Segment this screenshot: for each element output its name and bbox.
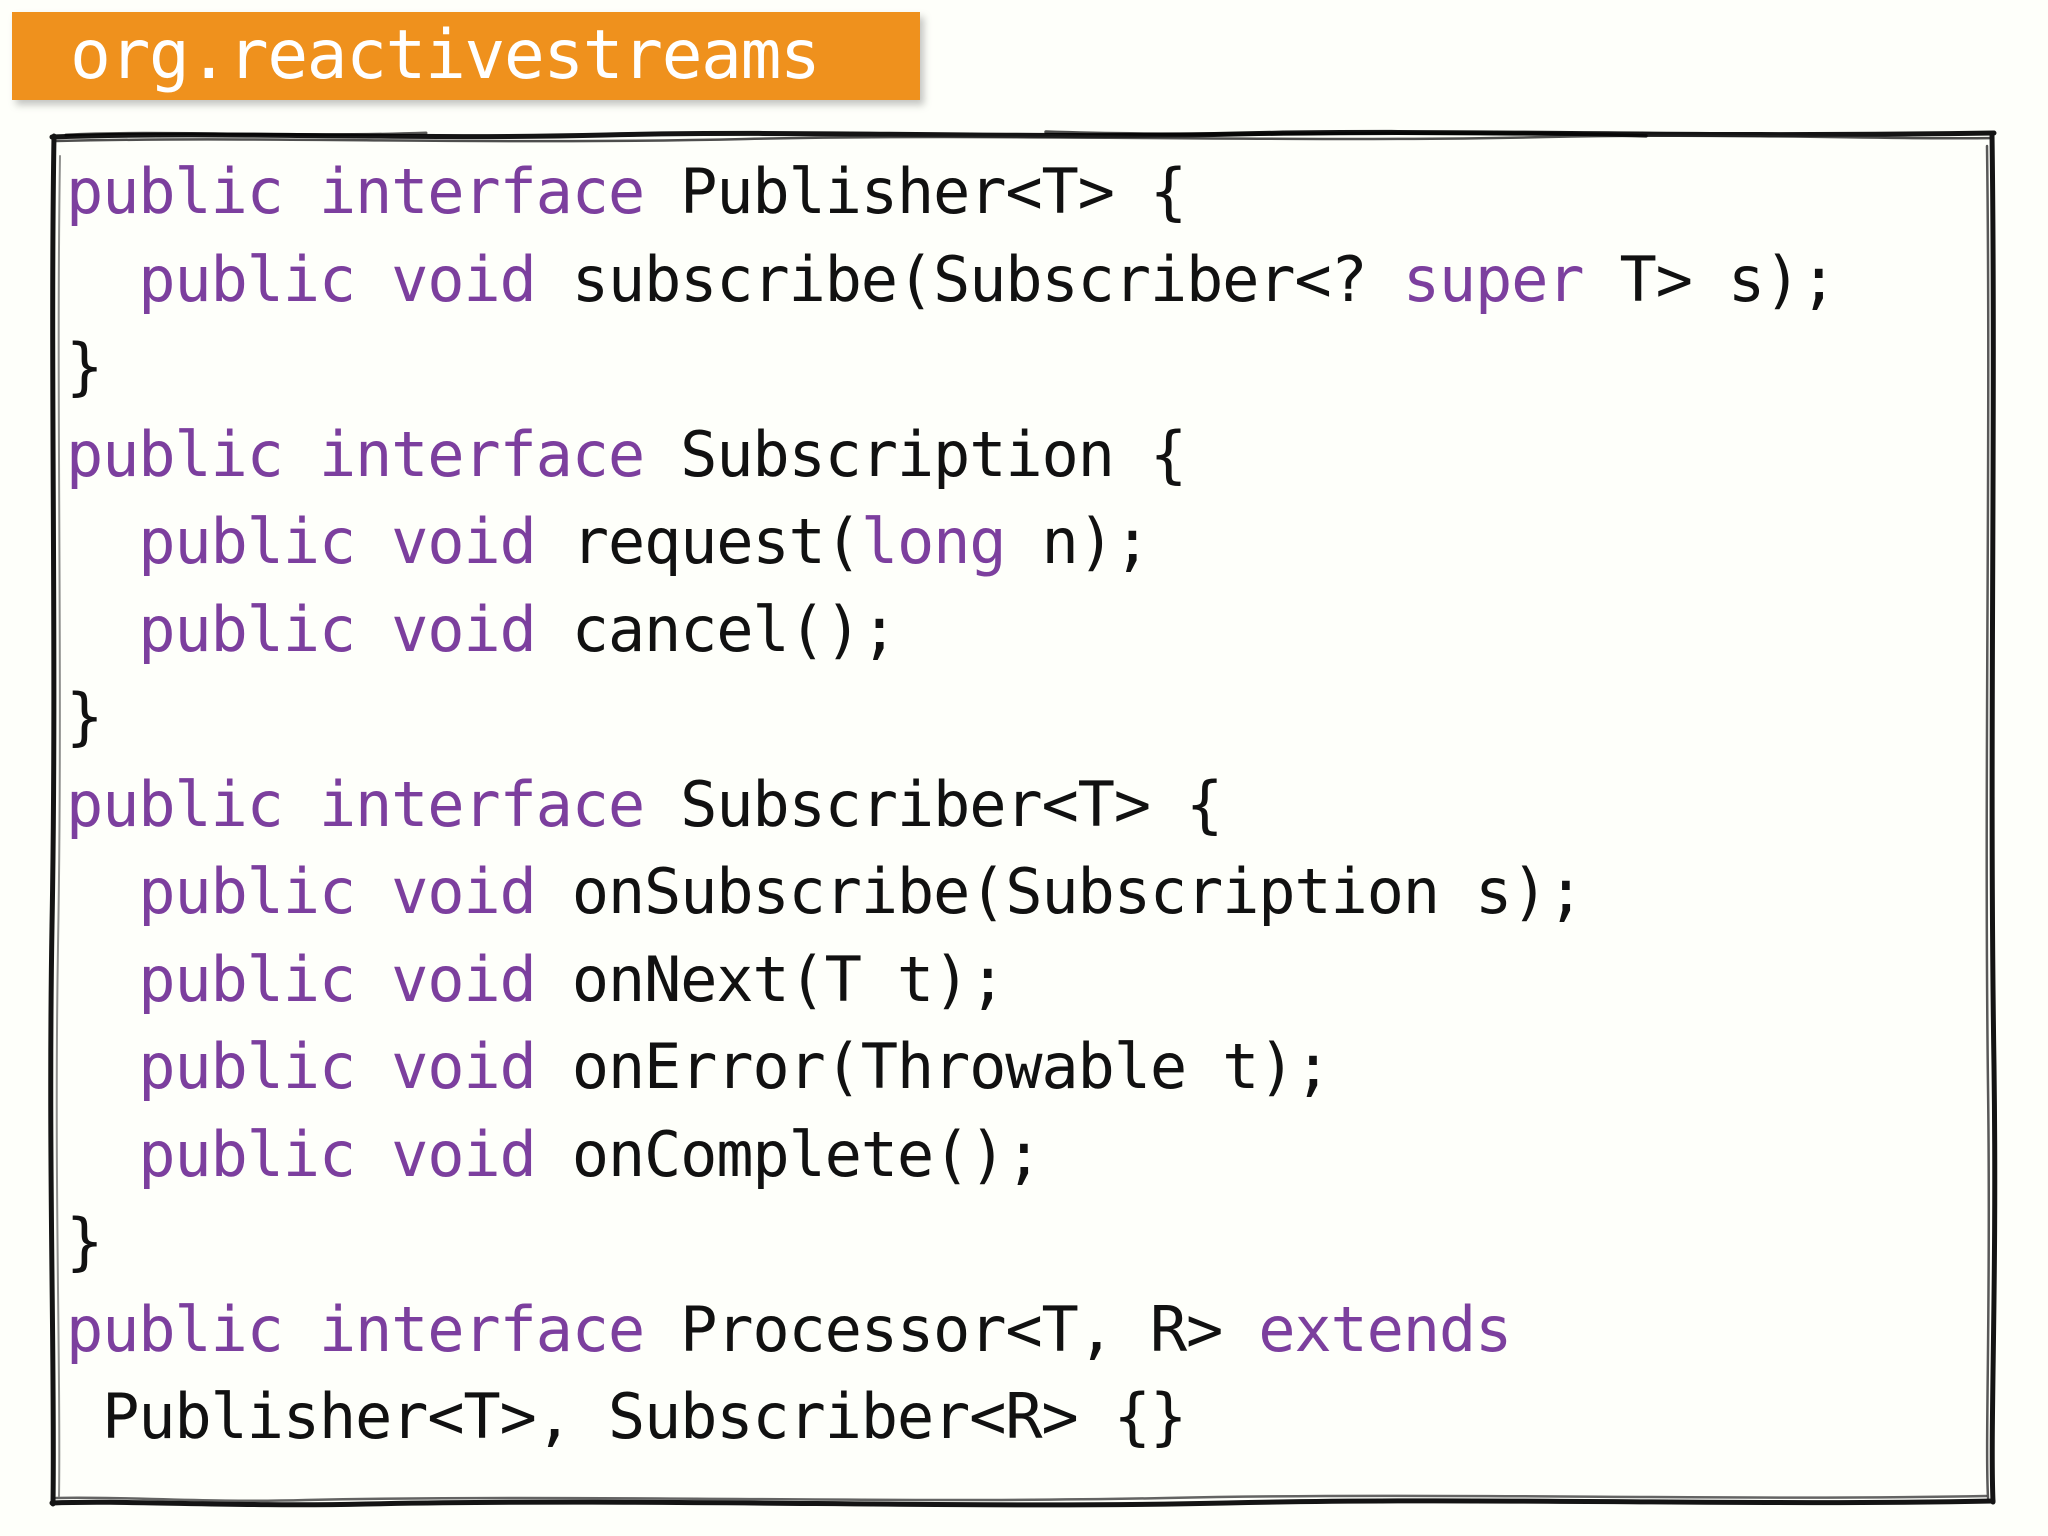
- code-line: public void onNext(T t);: [66, 936, 1994, 1024]
- code-identifier: onComplete();: [571, 1117, 1043, 1191]
- code-line: public interface Publisher<T> {: [66, 148, 1994, 236]
- code-keyword: super: [1402, 242, 1620, 316]
- code-identifier: T> s);: [1619, 242, 1837, 316]
- package-title-banner: org.reactivestreams: [12, 12, 920, 100]
- code-identifier: Subscriber<T> {: [680, 767, 1223, 841]
- code-identifier: onSubscribe(Subscription s);: [571, 855, 1585, 928]
- code-identifier: subscribe(Subscriber<?: [571, 242, 1403, 316]
- code-keyword: long: [860, 505, 1007, 578]
- code-keyword: public interface: [66, 1292, 681, 1366]
- code-keyword: public void: [66, 592, 572, 666]
- code-line: Publisher<T>, Subscriber<R> {}: [66, 1373, 1994, 1461]
- code-line: }: [66, 1198, 1994, 1286]
- code-identifier: request(: [571, 505, 862, 578]
- code-keyword: public void: [66, 505, 572, 578]
- code-identifier: Subscription {: [680, 417, 1187, 491]
- code-block-container: public interface Publisher<T> { public v…: [46, 126, 1998, 1508]
- code-keyword: public interface: [66, 767, 681, 841]
- code-line: public interface Subscription {: [66, 411, 1994, 499]
- code-identifier: onNext(T t);: [571, 942, 1007, 1016]
- code-keyword: public void: [66, 942, 572, 1016]
- code-identifier: n);: [1005, 505, 1151, 578]
- code-line: public interface Processor<T, R> extends: [66, 1286, 1994, 1374]
- code-line: public interface Subscriber<T> {: [66, 761, 1994, 849]
- code-keyword: public interface: [66, 155, 681, 228]
- code-line: public void subscribe(Subscriber<? super…: [66, 236, 1994, 324]
- code-listing: public interface Publisher<T> { public v…: [66, 148, 1994, 1502]
- page-title: org.reactivestreams: [70, 16, 821, 95]
- code-line: public void request(long n);: [66, 498, 1994, 586]
- code-identifier: cancel();: [571, 592, 898, 666]
- code-identifier: }: [66, 680, 103, 753]
- code-identifier: onError(Throwable t);: [571, 1030, 1332, 1103]
- code-line: public void onError(Throwable t);: [66, 1023, 1994, 1111]
- code-line: }: [66, 323, 1994, 411]
- code-line: }: [66, 673, 1994, 761]
- code-identifier: }: [66, 330, 103, 403]
- code-identifier: Publisher<T> {: [680, 155, 1187, 228]
- code-identifier: Publisher<T>, Subscriber<R> {}: [66, 1380, 1187, 1453]
- code-line: public void onComplete();: [66, 1111, 1994, 1199]
- code-keyword: public void: [66, 1117, 572, 1191]
- code-line: public void onSubscribe(Subscription s);: [66, 848, 1994, 936]
- code-keyword: public void: [66, 1030, 572, 1103]
- code-keyword: public void: [66, 242, 572, 316]
- code-keyword: public interface: [66, 417, 681, 491]
- code-identifier: }: [66, 1205, 103, 1278]
- code-keyword: extends: [1258, 1292, 1512, 1366]
- code-line: public void cancel();: [66, 586, 1994, 674]
- code-keyword: public void: [66, 855, 572, 928]
- code-identifier: Processor<T, R>: [680, 1292, 1259, 1366]
